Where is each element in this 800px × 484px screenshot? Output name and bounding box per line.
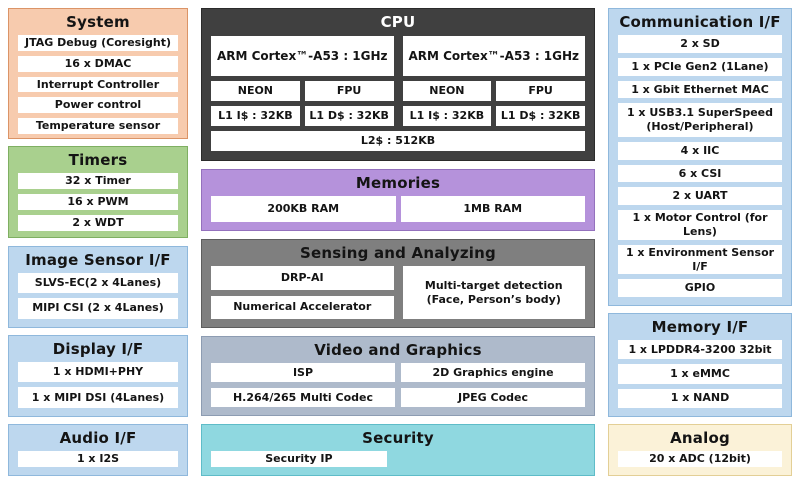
cpu-l1-icache: L1 I$ : 32KB (402, 106, 492, 126)
block-communication-if: Communication I/F 2 x SD 1 x PCIe Gen2 (… (608, 8, 792, 306)
block-item: 2 x UART (618, 187, 782, 206)
cpu-core: ARM Cortex™-A53 : 1GHz NEON FPU L1 I$ : … (211, 36, 394, 126)
block-title: CPU (380, 13, 416, 31)
block-item: DRP-AI (211, 266, 394, 290)
block-item: H.264/265 Multi Codec (211, 388, 395, 407)
block-title: Image Sensor I/F (25, 250, 171, 269)
block-item: 1 x Motor Control (for Lens) (618, 210, 782, 240)
block-item: 20 x ADC (12bit) (618, 451, 782, 467)
block-items: 1 x I2S (18, 451, 178, 467)
block-item: Multi-target detection (Face, Person’s b… (402, 266, 585, 319)
cpu-core: ARM Cortex™-A53 : 1GHz NEON FPU L1 I$ : … (402, 36, 585, 126)
block-item: 1 x I2S (18, 451, 178, 467)
column-right: Communication I/F 2 x SD 1 x PCIe Gen2 (… (608, 8, 792, 476)
block-title: Communication I/F (619, 13, 781, 31)
block-item: Security IP (211, 451, 387, 467)
cpu-l2-cache: L2$ : 512KB (211, 131, 585, 151)
block-item: Numerical Accelerator (211, 295, 394, 319)
block-items: Security IP (211, 451, 585, 467)
block-title: Sensing and Analyzing (300, 244, 496, 262)
block-item: 1MB RAM (400, 196, 585, 222)
cpu-core-name: ARM Cortex™-A53 : 1GHz (402, 36, 585, 76)
block-audio-if: Audio I/F 1 x I2S (8, 424, 188, 476)
cpu-l1-dcache: L1 D$ : 32KB (304, 106, 394, 126)
column-left: System JTAG Debug (Coresight) 16 x DMAC … (8, 8, 188, 476)
block-item: 2 x SD (618, 35, 782, 53)
block-item: 32 x Timer (18, 173, 178, 189)
block-items: 200KB RAM 1MB RAM (211, 196, 585, 222)
cpu-cores: ARM Cortex™-A53 : 1GHz NEON FPU L1 I$ : … (211, 36, 585, 126)
block-item: 4 x IIC (618, 141, 782, 160)
cpu-l1-icache: L1 I$ : 32KB (211, 106, 300, 126)
block-items: 32 x Timer 16 x PWM 2 x WDT (18, 173, 178, 231)
block-title: Display I/F (52, 339, 144, 358)
block-item: 1 x USB3.1 SuperSpeed (Host/Peripheral) (618, 103, 782, 137)
block-items: 20 x ADC (12bit) (618, 451, 782, 467)
block-item: 200KB RAM (211, 196, 396, 222)
block-items: ISP 2D Graphics engine H.264/265 Multi C… (211, 363, 585, 407)
cpu-l1-dcache: L1 D$ : 32KB (496, 106, 585, 126)
block-item: 16 x PWM (18, 194, 178, 210)
block-item: 1 x PCIe Gen2 (1Lane) (618, 57, 782, 76)
block-item: 1 x MIPI DSI (4Lanes) (18, 387, 178, 408)
block-item: 2 x WDT (18, 214, 178, 231)
block-item: 2D Graphics engine (401, 363, 585, 382)
block-sensing-analyzing: Sensing and Analyzing DRP-AI Numerical A… (201, 239, 595, 328)
block-items: 2 x SD 1 x PCIe Gen2 (1Lane) 1 x Gbit Et… (618, 35, 782, 298)
block-item: 6 x CSI (618, 164, 782, 183)
cpu-unit-neon: NEON (402, 81, 492, 101)
block-system: System JTAG Debug (Coresight) 16 x DMAC … (8, 8, 188, 139)
block-video-graphics: Video and Graphics ISP 2D Graphics engin… (201, 336, 595, 416)
block-items: 1 x LPDDR4-3200 32bit 1 x eMMC 1 x NAND (618, 340, 782, 408)
block-title: Memories (355, 174, 441, 192)
block-image-sensor-if: Image Sensor I/F SLVS-EC(2 x 4Lanes) MIP… (8, 245, 188, 328)
block-title: Timers (68, 151, 128, 170)
block-item: MIPI CSI (2 x 4Lanes) (18, 298, 178, 319)
block-title: Memory I/F (651, 318, 749, 336)
block-memories: Memories 200KB RAM 1MB RAM (201, 169, 595, 231)
block-item: Power control (18, 97, 178, 113)
block-item: SLVS-EC(2 x 4Lanes) (18, 272, 178, 293)
block-display-if: Display I/F 1 x HDMI+PHY 1 x MIPI DSI (4… (8, 334, 188, 417)
block-item: 1 x eMMC (618, 364, 782, 384)
block-item: 1 x Gbit Ethernet MAC (618, 80, 782, 99)
cpu-unit-neon: NEON (211, 81, 300, 101)
block-item: 1 x Environment Sensor I/F (618, 244, 782, 275)
block-item: JPEG Codec (401, 388, 585, 407)
block-title: Audio I/F (59, 429, 137, 447)
block-item: Interrupt Controller (18, 76, 178, 93)
block-item: 16 x DMAC (18, 55, 178, 72)
block-title: Security (362, 429, 434, 447)
block-analog: Analog 20 x ADC (12bit) (608, 424, 792, 476)
sensing-right-items: Multi-target detection (Face, Person’s b… (402, 266, 585, 319)
block-item: GPIO (618, 279, 782, 298)
block-item: JTAG Debug (Coresight) (18, 35, 178, 51)
block-items: JTAG Debug (Coresight) 16 x DMAC Interru… (18, 35, 178, 134)
block-cpu: CPU ARM Cortex™-A53 : 1GHz NEON FPU L1 I… (201, 8, 595, 161)
block-timers: Timers 32 x Timer 16 x PWM 2 x WDT (8, 146, 188, 239)
block-item: 1 x LPDDR4-3200 32bit (618, 340, 782, 360)
block-item: ISP (211, 363, 395, 382)
block-item: 1 x HDMI+PHY (18, 361, 178, 383)
block-title: Analog (670, 429, 730, 447)
block-items: DRP-AI Numerical Accelerator Multi-targe… (211, 266, 585, 319)
block-items: 1 x HDMI+PHY 1 x MIPI DSI (4Lanes) (18, 361, 178, 408)
cpu-unit-fpu: FPU (496, 81, 585, 101)
block-item: Temperature sensor (18, 118, 178, 134)
block-security: Security Security IP (201, 424, 595, 476)
cpu-unit-fpu: FPU (304, 81, 394, 101)
block-items: SLVS-EC(2 x 4Lanes) MIPI CSI (2 x 4Lanes… (18, 272, 178, 319)
cpu-core-name: ARM Cortex™-A53 : 1GHz (211, 36, 394, 76)
block-memory-if: Memory I/F 1 x LPDDR4-3200 32bit 1 x eMM… (608, 313, 792, 417)
block-title: Video and Graphics (314, 341, 482, 359)
block-title: System (66, 13, 130, 31)
column-middle: CPU ARM Cortex™-A53 : 1GHz NEON FPU L1 I… (201, 8, 595, 476)
sensing-left-items: DRP-AI Numerical Accelerator (211, 266, 394, 319)
block-item: 1 x NAND (618, 388, 782, 408)
